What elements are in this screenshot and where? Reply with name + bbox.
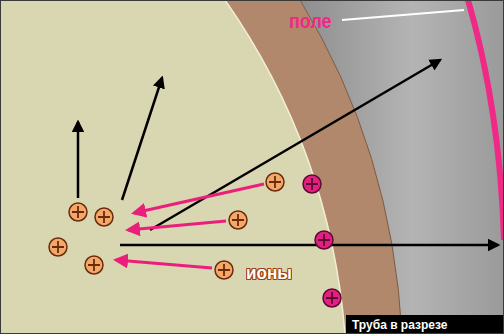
ion-symbol	[229, 211, 247, 229]
ion-symbol	[69, 203, 87, 221]
black-arrows	[78, 60, 498, 245]
arrow	[128, 221, 226, 230]
pink-arrows	[116, 184, 264, 268]
arrow	[120, 244, 498, 247]
wall-edge	[300, 0, 402, 334]
ion-symbol	[85, 256, 103, 274]
field-label: поле	[289, 11, 332, 31]
caption-text: Труба в разрезе	[352, 319, 447, 331]
arrow	[150, 60, 440, 230]
pipe-wall	[225, 0, 402, 334]
arrow	[134, 184, 264, 213]
wall-edge	[225, 0, 345, 334]
ion-symbol	[215, 261, 233, 279]
ion-symbol	[303, 175, 321, 193]
ion-symbol	[95, 208, 113, 226]
leader-line	[342, 10, 464, 20]
ion-symbol	[49, 238, 67, 256]
ion-label: ионы	[246, 263, 292, 282]
arrow	[77, 122, 80, 198]
arrow	[116, 260, 212, 268]
arrow	[122, 78, 162, 200]
field-arc	[468, 0, 504, 240]
caption-bar	[346, 315, 504, 334]
ion-symbol	[315, 231, 333, 249]
ion-symbol	[266, 173, 284, 191]
wall-ions	[303, 175, 341, 307]
ion-symbol	[323, 289, 341, 307]
